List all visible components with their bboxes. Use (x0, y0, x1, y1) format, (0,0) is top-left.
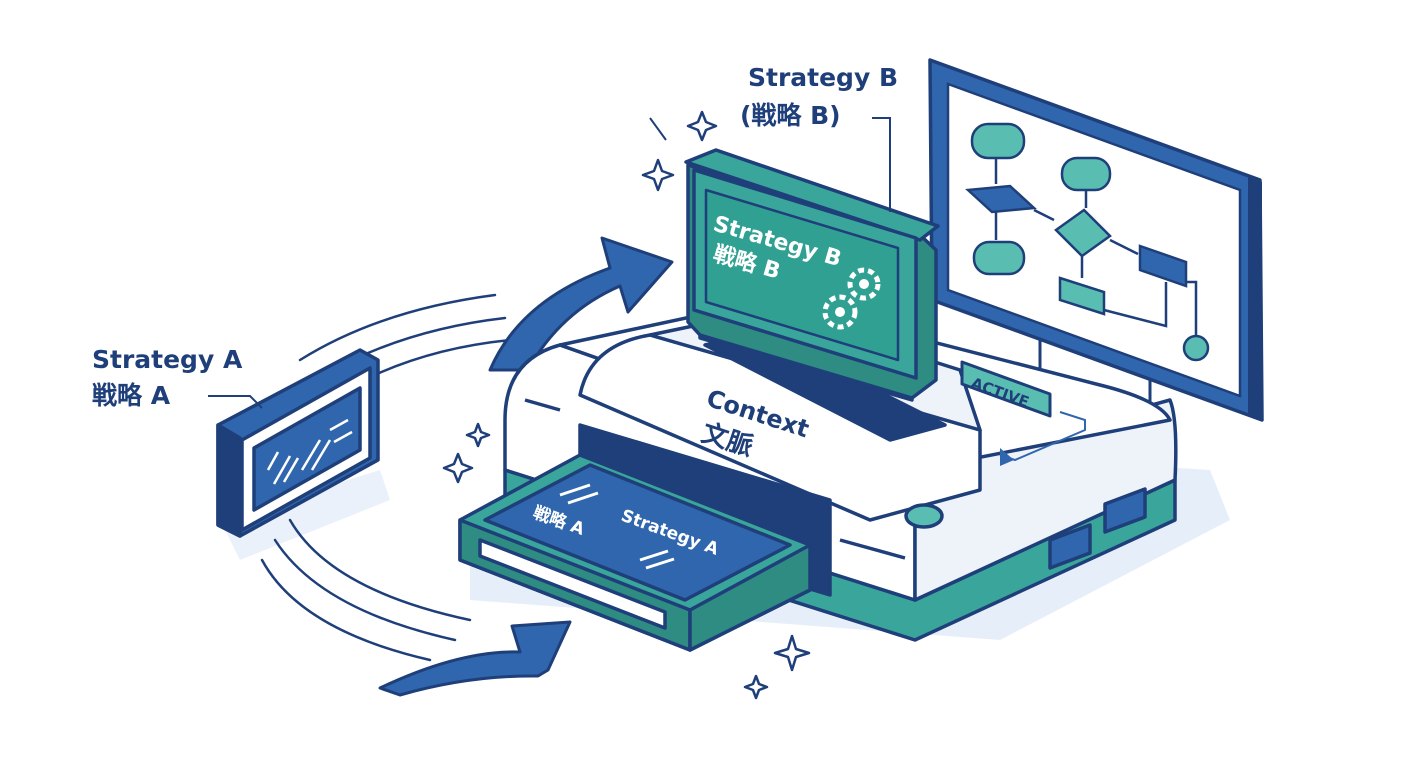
swap-arrow-lower (380, 622, 570, 695)
strategy-a-label: Strategy A (92, 345, 243, 374)
strategy-b-label: Strategy B (748, 63, 898, 92)
strategy-b-label-jp: (戦略 B) (740, 101, 841, 130)
strategy-a-label-jp: 戦略 A (92, 381, 171, 410)
